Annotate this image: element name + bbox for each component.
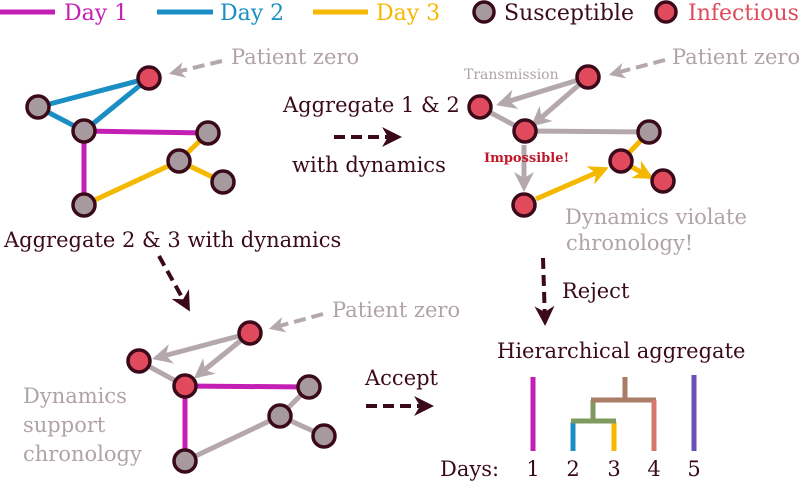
legend-infectious: Infectious (688, 1, 799, 26)
dashed-arrow-down-icon (157, 255, 190, 312)
node-susceptible (296, 374, 322, 400)
infectious-node-icon (654, 0, 678, 24)
with-dynamics-label: with dynamics (292, 153, 446, 177)
transmission-label: Transmission (464, 67, 559, 83)
day-tick: 2 (566, 457, 579, 481)
node-susceptible (311, 423, 337, 449)
support-note-line2: support (23, 413, 106, 437)
legend-susceptible: Susceptible (504, 1, 634, 26)
aggregate-2-3-label: Aggregate 2 & 3 with dynamics (3, 228, 341, 252)
accept-label: Accept (364, 366, 439, 390)
hierarchical-title: Hierarchical aggregate (497, 339, 745, 363)
support-note-line1: Dynamics (23, 384, 127, 408)
day-tick: 5 (687, 457, 700, 481)
reject-label: Reject (562, 279, 630, 303)
aggregate-1-2-arrow: Aggregate 1 & 2 with dynamics (282, 93, 460, 177)
legend-day1: Day 1 (64, 1, 128, 26)
aggregate-1-2-label: Aggregate 1 & 2 (282, 93, 460, 117)
node-infectious (575, 64, 601, 90)
node-susceptible (210, 169, 236, 195)
day-tick: 1 (526, 457, 539, 481)
node-susceptible (71, 118, 97, 144)
patient-zero-pointer-icon (168, 59, 223, 78)
hierarchical-aggregate: Hierarchical aggregate Days: 1 2 3 4 5 (440, 339, 745, 481)
legend-day3: Day 3 (376, 1, 440, 26)
days-label: Days: (440, 457, 499, 481)
node-infectious (511, 192, 537, 218)
node-infectious (650, 168, 676, 194)
patient-zero-pointer-icon (268, 312, 324, 333)
graph-top-left: Patient zero (25, 45, 359, 218)
node-infectious (136, 65, 162, 91)
node-infectious (467, 94, 493, 120)
node-susceptible (267, 403, 293, 429)
graph-bottom-left: Patient zero Dynamics support chronology (23, 298, 460, 474)
day-tick: 4 (647, 457, 660, 481)
dashed-arrow-down-icon (534, 257, 555, 326)
legend-day2: Day 2 (220, 1, 284, 26)
node-susceptible (172, 448, 198, 474)
node-susceptible (166, 148, 192, 174)
node-infectious (608, 148, 634, 174)
node-susceptible (636, 119, 662, 145)
node-infectious (237, 320, 263, 346)
legend: Day 1 Day 2 Day 3 Susceptible Infectious (0, 0, 799, 26)
susceptible-node-icon (472, 0, 496, 24)
node-infectious (512, 118, 538, 144)
impossible-label: Impossible! (484, 151, 569, 166)
node-susceptible (25, 94, 51, 120)
node-susceptible (195, 120, 221, 146)
violate-note-line2: chronology! (566, 231, 693, 255)
day-tick: 3 (607, 457, 620, 481)
node-infectious (126, 348, 152, 374)
node-infectious (172, 373, 198, 399)
patient-zero-label: Patient zero (332, 298, 460, 322)
node-susceptible (71, 192, 97, 218)
violate-note-line1: Dynamics violate (565, 205, 747, 229)
support-note-line3: chronology (23, 442, 142, 466)
patient-zero-label: Patient zero (231, 45, 359, 69)
patient-zero-pointer-icon (608, 58, 666, 79)
graph-top-right: Transmission Patient zero Impossible! Dy… (464, 45, 800, 255)
patient-zero-label: Patient zero (672, 45, 800, 69)
